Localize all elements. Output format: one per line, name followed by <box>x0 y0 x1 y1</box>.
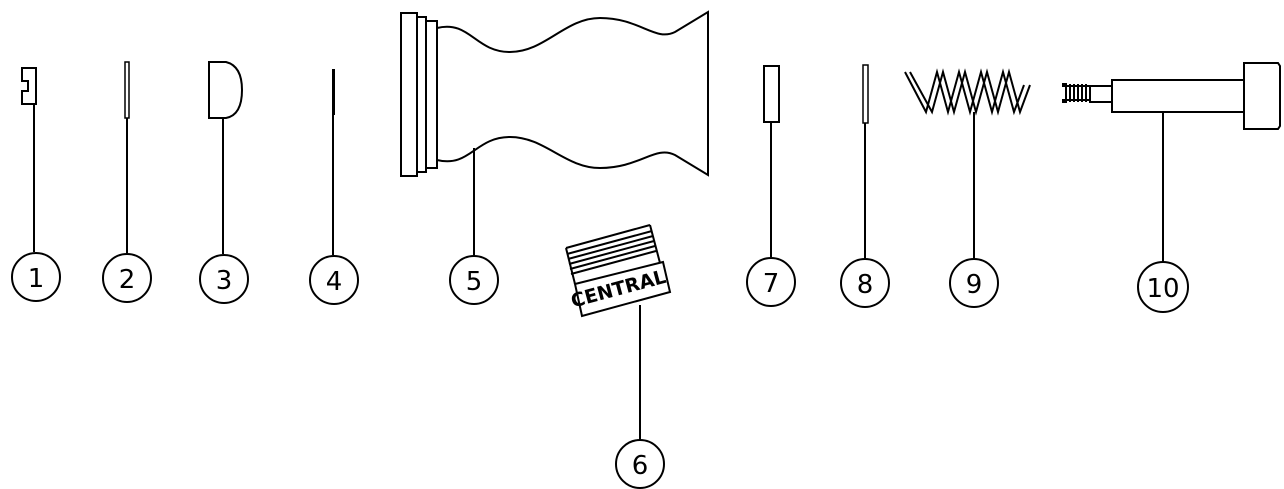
callout-5-label: 5 <box>466 267 483 297</box>
part-5: 5 <box>400 10 709 305</box>
part-10: 10 <box>1062 62 1281 313</box>
callout-6-label: 6 <box>632 451 649 481</box>
callout-8-label: 8 <box>857 270 874 300</box>
part-4: 4 <box>309 69 359 305</box>
callout-2-label: 2 <box>119 265 136 295</box>
part-6: CENTRAL 6 <box>565 224 672 489</box>
part-9: 9 <box>904 68 1031 308</box>
part-1: 1 <box>11 67 61 302</box>
callout-10-label: 10 <box>1146 274 1179 304</box>
part-7: 7 <box>746 65 796 307</box>
callout-7-label: 7 <box>763 269 780 299</box>
part-8: 8 <box>840 64 890 308</box>
callout-9-label: 9 <box>966 270 983 300</box>
callout-4-label: 4 <box>326 267 343 297</box>
callout-1-label: 1 <box>28 264 45 294</box>
part-2: 2 <box>102 61 152 303</box>
part-3: 3 <box>199 61 249 304</box>
callout-3-label: 3 <box>216 266 233 296</box>
